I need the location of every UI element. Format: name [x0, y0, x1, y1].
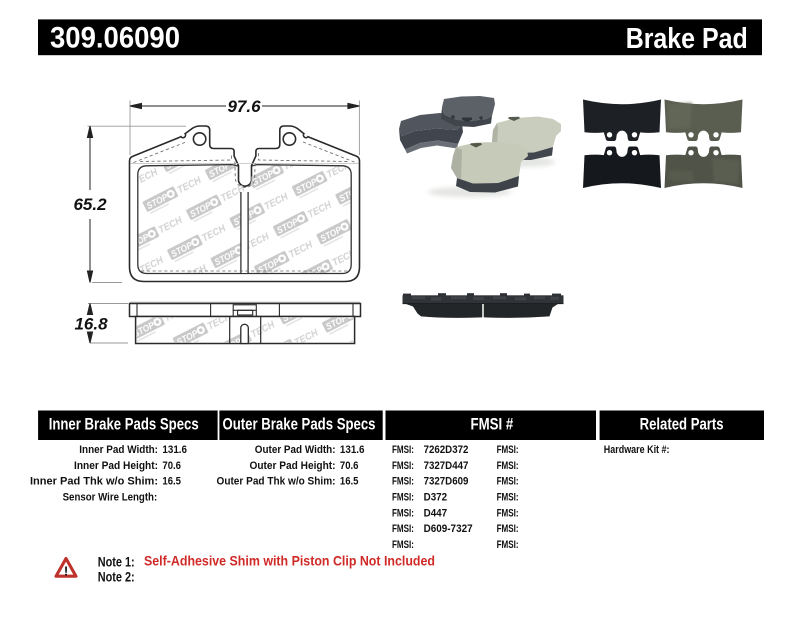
svg-text:Note 1:: Note 1: — [98, 555, 135, 570]
svg-text:FMSI:: FMSI: — [392, 476, 414, 488]
svg-text:Brake Pad: Brake Pad — [626, 22, 748, 54]
svg-text:65.2: 65.2 — [73, 195, 107, 214]
svg-text:FMSI:: FMSI: — [497, 444, 519, 456]
svg-text:FMSI:: FMSI: — [497, 476, 519, 488]
svg-text:7327D447: 7327D447 — [424, 460, 469, 472]
svg-text:Self-Adhesive Shim with Piston: Self-Adhesive Shim with Piston Clip Not … — [144, 554, 435, 569]
svg-text:D447: D447 — [424, 507, 448, 519]
svg-text:Outer Pad Height:: Outer Pad Height: — [250, 460, 336, 472]
svg-text:16.8: 16.8 — [74, 315, 108, 334]
svg-text:70.6: 70.6 — [162, 460, 181, 472]
svg-text:16.5: 16.5 — [162, 476, 181, 488]
svg-text:FMSI:: FMSI: — [392, 523, 414, 535]
svg-text:7262D372: 7262D372 — [424, 444, 469, 456]
svg-text:Related Parts: Related Parts — [640, 415, 724, 434]
svg-text:Hardware Kit #:: Hardware Kit #: — [604, 444, 670, 456]
svg-text:Inner Pad Thk w/o Shim:: Inner Pad Thk w/o Shim: — [30, 476, 158, 488]
svg-text:131.6: 131.6 — [162, 444, 187, 456]
svg-text:Inner Brake Pads Specs: Inner Brake Pads Specs — [49, 415, 199, 434]
svg-text:FMSI:: FMSI: — [497, 460, 519, 472]
svg-text:D372: D372 — [424, 492, 448, 504]
svg-text:FMSI:: FMSI: — [497, 507, 519, 519]
svg-text:309.06090: 309.06090 — [50, 22, 180, 55]
svg-text:FMSI:: FMSI: — [392, 539, 414, 551]
svg-text:!: ! — [64, 564, 68, 579]
svg-text:97.6: 97.6 — [227, 97, 261, 116]
svg-text:FMSI:: FMSI: — [392, 507, 414, 519]
svg-text:131.6: 131.6 — [340, 444, 365, 456]
svg-text:70.6: 70.6 — [340, 460, 359, 472]
svg-text:FMSI:: FMSI: — [392, 492, 414, 504]
svg-text:Outer Pad Thk w/o Shim:: Outer Pad Thk w/o Shim: — [217, 476, 336, 488]
svg-text:D609-7327: D609-7327 — [424, 523, 473, 535]
svg-text:FMSI:: FMSI: — [497, 523, 519, 535]
svg-text:FMSI:: FMSI: — [497, 539, 519, 551]
svg-text:Inner Pad Height:: Inner Pad Height: — [74, 460, 158, 472]
svg-text:FMSI:: FMSI: — [392, 460, 414, 472]
svg-text:Note 2:: Note 2: — [98, 570, 135, 585]
svg-text:Outer Brake Pads Specs: Outer Brake Pads Specs — [223, 415, 376, 434]
svg-text:FMSI:: FMSI: — [497, 492, 519, 504]
svg-text:Outer Pad Width:: Outer Pad Width: — [255, 444, 336, 456]
svg-text:7327D609: 7327D609 — [424, 476, 469, 488]
svg-text:Inner Pad Width:: Inner Pad Width: — [79, 444, 158, 456]
svg-text:16.5: 16.5 — [340, 476, 359, 488]
svg-text:Sensor Wire Length:: Sensor Wire Length: — [63, 492, 158, 504]
svg-text:FMSI #: FMSI # — [471, 415, 514, 434]
svg-text:FMSI:: FMSI: — [392, 444, 414, 456]
